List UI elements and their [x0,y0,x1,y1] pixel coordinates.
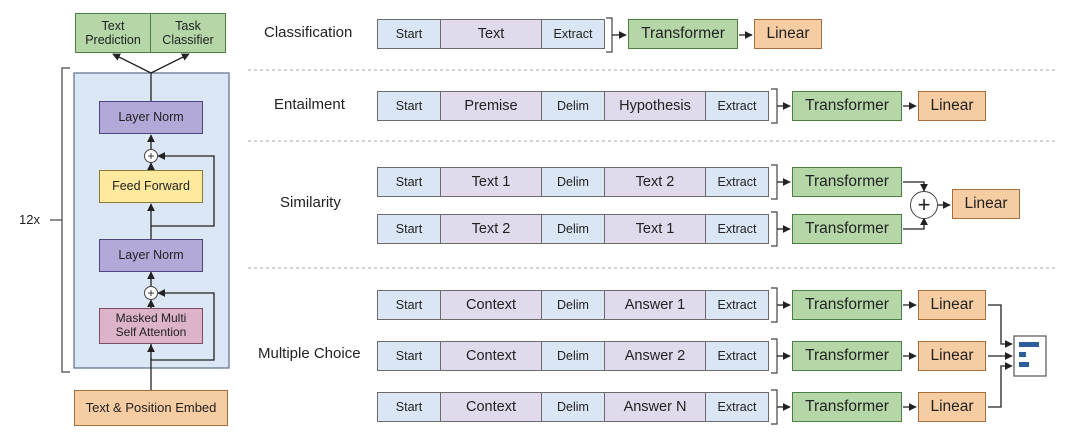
transformer-box: Transformer [792,341,902,371]
linear-box: Linear [918,392,986,422]
transformer-box: Transformer [792,91,902,121]
token-start: Start [377,341,441,371]
task-label-classification: Classification [264,24,353,41]
head-text-prediction: Text Prediction [75,13,151,53]
feed-forward: Feed Forward [99,170,203,203]
token-answer-1: Answer 1 [604,290,706,320]
token-text-1: Text 1 [440,167,542,197]
repeat-bracket [61,67,70,373]
token-extract: Extract [705,214,769,244]
token-extract: Extract [705,392,769,422]
token-hypothesis: Hypothesis [604,91,706,121]
token-start: Start [377,91,441,121]
combine-add-icon: + [910,191,938,219]
masked-multi-self-attention: Masked Multi Self Attention [99,308,203,344]
token-start: Start [377,167,441,197]
token-context: Context [440,290,542,320]
repeat-label: 12x [19,212,40,227]
transformer-box: Transformer [792,167,902,197]
task-label-similarity: Similarity [280,194,341,211]
token-context: Context [440,392,542,422]
linear-box: Linear [918,91,986,121]
head-task-classifier: Task Classifier [150,13,226,53]
token-delim: Delim [541,392,605,422]
task-label-multiple-choice: Multiple Choice [258,345,361,362]
token-delim: Delim [541,341,605,371]
token-premise: Premise [440,91,542,121]
linear-box: Linear [952,189,1020,219]
transformer-box: Transformer [792,214,902,244]
text-position-embed: Text & Position Embed [74,390,228,426]
layer-norm-bottom: Layer Norm [99,239,203,272]
token-delim: Delim [541,214,605,244]
token-delim: Delim [541,91,605,121]
task-label-entailment: Entailment [274,96,345,113]
token-answer-2: Answer 2 [604,341,706,371]
layer-norm-top: Layer Norm [99,101,203,134]
token-text-2: Text 2 [440,214,542,244]
linear-box: Linear [918,341,986,371]
token-extract: Extract [541,19,605,49]
token-start: Start [377,19,441,49]
transformer-box: Transformer [792,290,902,320]
token-extract: Extract [705,290,769,320]
token-extract: Extract [705,91,769,121]
token-context: Context [440,341,542,371]
residual-add-top: + [144,149,158,163]
token-text-1: Text 1 [604,214,706,244]
token-text-2: Text 2 [604,167,706,197]
token-extract: Extract [705,341,769,371]
token-delim: Delim [541,290,605,320]
linear-box: Linear [754,19,822,49]
transformer-box: Transformer [792,392,902,422]
residual-add-bottom: + [144,286,158,300]
token-extract: Extract [705,167,769,197]
token-delim: Delim [541,167,605,197]
softmax-icon [1013,335,1047,377]
token-answer-n: Answer N [604,392,706,422]
token-start: Start [377,214,441,244]
token-start: Start [377,290,441,320]
linear-box: Linear [918,290,986,320]
transformer-box: Transformer [628,19,738,49]
token-start: Start [377,392,441,422]
token-text: Text [440,19,542,49]
